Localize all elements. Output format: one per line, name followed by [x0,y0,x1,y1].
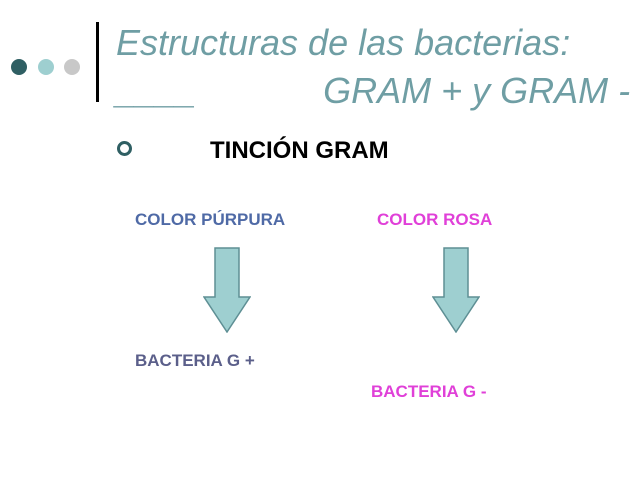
slide-title-line2: ____ GRAM + y GRAM - [116,73,630,109]
color-pink-label: COLOR ROSA [377,210,493,229]
bacteria-gram-positive-label: BACTERIA G + [135,351,255,370]
title-underline: ____ [116,70,197,111]
title-divider [96,22,99,102]
color-purple-label: COLOR PÚRPURA [135,210,286,229]
decor-dot-grey-icon [64,59,80,75]
bullet-heading: TINCIÓN GRAM [210,137,389,164]
decor-dot-light-icon [38,59,54,75]
decor-dot-dark-icon [11,59,27,75]
title-gram-text: GRAM + y GRAM - [323,70,631,111]
slide-title-line1: Estructuras de las bacterias: [116,22,571,63]
arrow-down-icon [432,247,480,333]
bacteria-gram-negative-label: BACTERIA G - [371,382,487,401]
bullet-ring-icon [117,141,132,156]
arrow-down-icon [203,247,251,333]
